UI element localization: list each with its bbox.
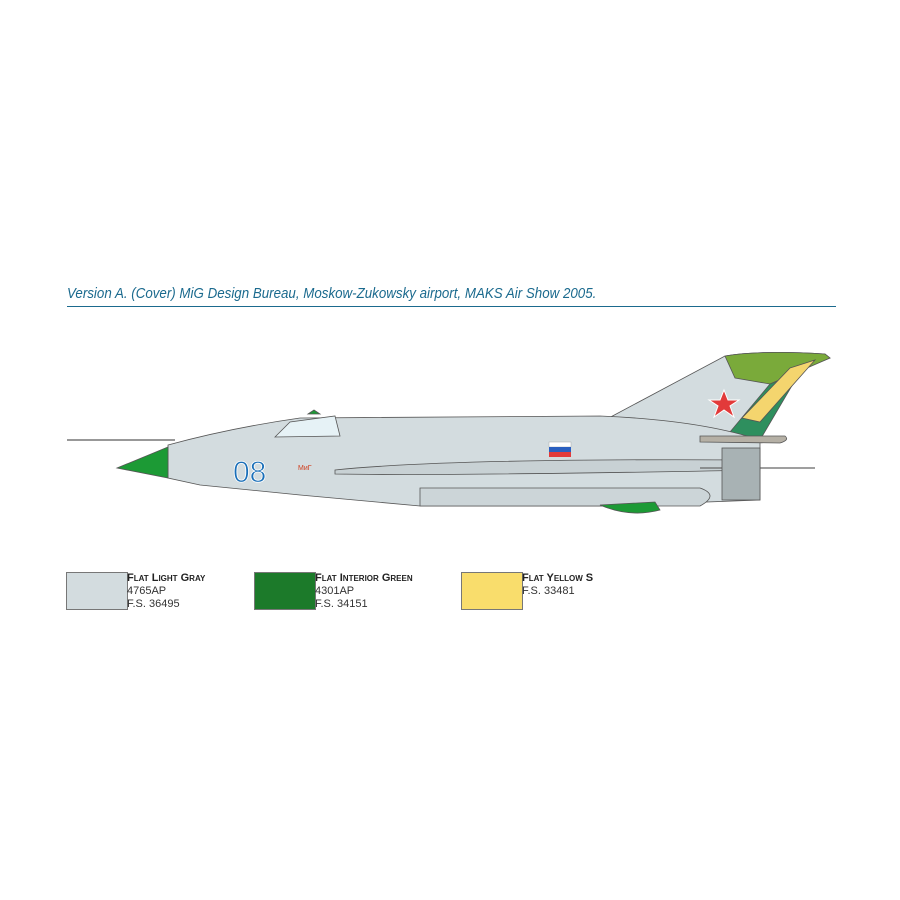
color-label-interior-green: Flat Interior Green 4301AP F.S. 34151	[315, 572, 413, 610]
ventral-tank	[419, 487, 711, 507]
aircraft-number: 08	[233, 456, 266, 489]
color-swatch-yellow	[461, 572, 523, 610]
ventral-fin	[599, 501, 661, 514]
canopy	[274, 415, 341, 438]
color-swatch-light-gray	[66, 572, 128, 610]
nose-cone	[115, 446, 169, 479]
color-label-light-gray: Flat Light Gray 4765AP F.S. 36495	[127, 572, 206, 610]
color-label-yellow: Flat Yellow S F.S. 33481	[522, 572, 594, 597]
red-star-insignia	[707, 388, 741, 419]
fin-tip-green	[724, 352, 831, 385]
russian-flag-icon	[548, 441, 572, 457]
mig-logo: МиГ	[298, 465, 312, 472]
color-swatch-interior-green	[254, 572, 316, 610]
title-divider	[67, 306, 836, 307]
version-title: Version A. (Cover) MiG Design Bureau, Mo…	[67, 286, 597, 302]
fin-yellow	[741, 359, 817, 423]
